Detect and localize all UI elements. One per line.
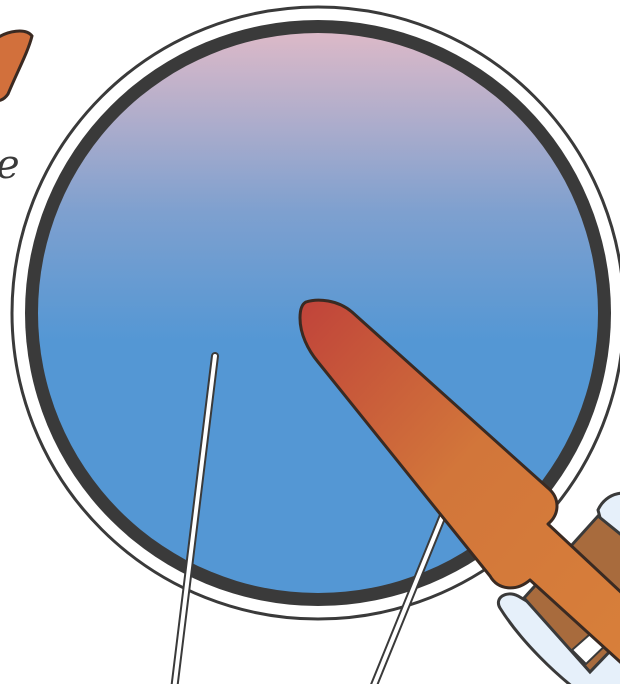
decorative-swash-fragment xyxy=(0,31,32,101)
partial-text-fragment: e xyxy=(0,142,20,188)
